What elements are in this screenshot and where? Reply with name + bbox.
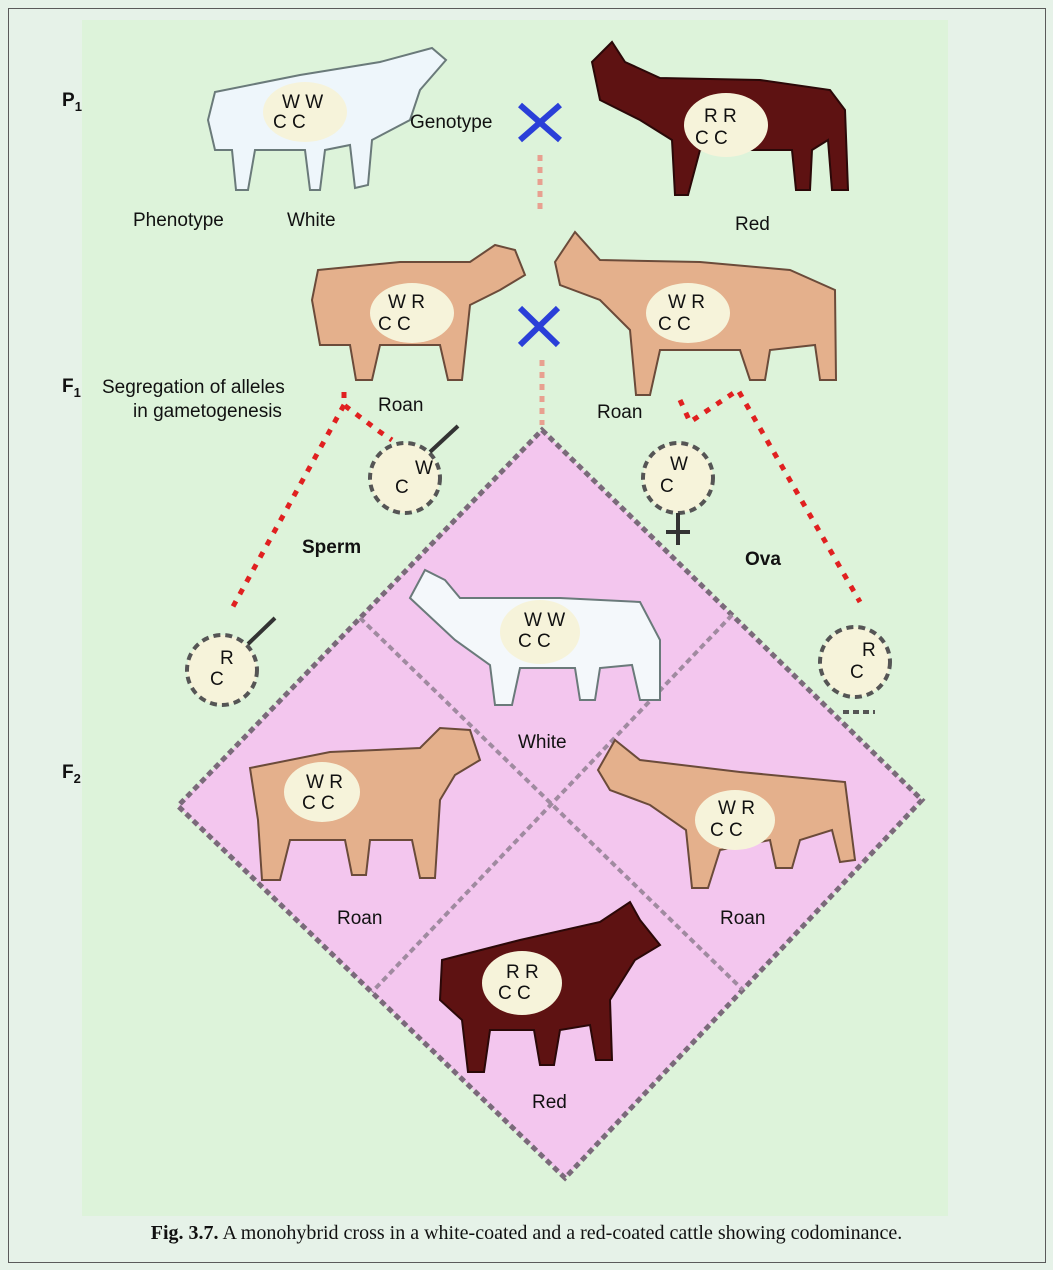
gamete-w-ovum-bottom: C <box>660 476 674 497</box>
genotype-bottom-white-parent: C C <box>273 112 306 133</box>
caption-text: A monohybrid cross in a white-coated and… <box>219 1222 903 1244</box>
ova-label: Ova <box>745 549 781 571</box>
genotype-top-red-parent: R R <box>704 106 737 127</box>
caption-label: Fig. 3.7. <box>151 1222 219 1244</box>
genotype-bottom-red-parent: C C <box>695 128 728 149</box>
genotype-bottom-red-f2: C C <box>498 983 531 1004</box>
gamete-r-ovum-bottom: C <box>850 662 864 683</box>
gamete-w-sperm <box>370 426 458 513</box>
genotype-top-white-parent: W W <box>282 92 323 113</box>
phenotype-roan-f1-right: Roan <box>597 402 642 424</box>
sperm-label: Sperm <box>302 537 361 559</box>
segregation-label-line2: in gametogenesis <box>133 401 282 423</box>
genotype-bottom-white-f2: C C <box>518 631 551 652</box>
phenotype-red-parent: Red <box>735 214 770 236</box>
generation-label-f1: F1 <box>62 376 81 400</box>
gamete-r-sperm-top: R <box>220 648 234 669</box>
genotype-bottom-roan-f1-right: C C <box>658 314 691 335</box>
figure-caption: Fig. 3.7. A monohybrid cross in a white-… <box>0 1222 1053 1245</box>
phenotype-label: Phenotype <box>133 210 224 232</box>
genotype-top-roan-f1-right: W R <box>668 292 705 313</box>
genotype-bottom-roan-f2-right: C C <box>710 820 743 841</box>
segregation-label-line1: Segregation of alleles <box>102 377 285 399</box>
genotype-bottom-roan-f2-left: C C <box>302 793 335 814</box>
cross-mark-p1 <box>520 105 560 140</box>
genotype-top-roan-f2-left: W R <box>306 772 343 793</box>
phenotype-white-parent: White <box>287 210 336 232</box>
generation-label-p1: P1 <box>62 90 82 114</box>
cross-mark-f1 <box>520 308 558 345</box>
phenotype-red-f2: Red <box>532 1092 567 1114</box>
genotype-bottom-roan-f1-left: C C <box>378 314 411 335</box>
genotype-top-roan-f2-right: W R <box>718 798 755 819</box>
phenotype-roan-f2-left: Roan <box>337 908 382 930</box>
genotype-top-red-f2: R R <box>506 962 539 983</box>
phenotype-roan-f2-right: Roan <box>720 908 765 930</box>
gamete-r-ovum-top: R <box>862 640 876 661</box>
genotype-top-roan-f1-left: W R <box>388 292 425 313</box>
gamete-w-sperm-top: W <box>415 458 433 479</box>
gamete-r-sperm-bottom: C <box>210 669 224 690</box>
generation-label-f2: F2 <box>62 762 81 786</box>
gamete-w-ovum-top: W <box>670 454 688 475</box>
genotype-label: Genotype <box>410 112 492 134</box>
phenotype-white-f2: White <box>518 732 567 754</box>
genotype-top-white-f2: W W <box>524 610 565 631</box>
gamete-w-sperm-bottom: C <box>395 477 409 498</box>
phenotype-roan-f1-left: Roan <box>378 395 423 417</box>
